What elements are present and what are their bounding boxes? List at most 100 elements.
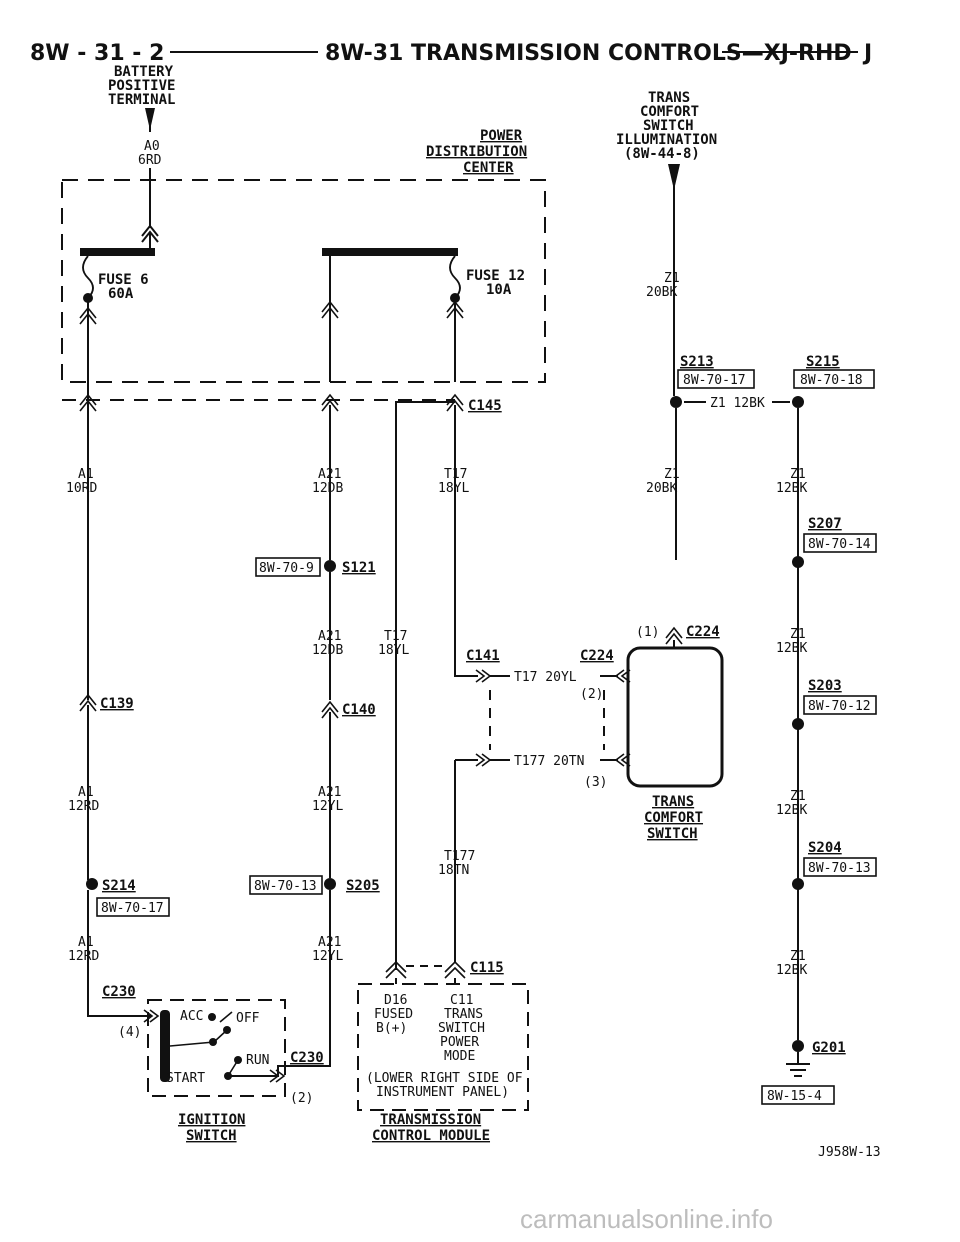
wire-z1-20bk-top: Z1 20BK <box>646 271 680 300</box>
svg-text:20BK: 20BK <box>646 285 677 300</box>
wire-z1-12bk-r3: Z1 12BK <box>776 789 807 818</box>
svg-text:8W-70-18: 8W-70-18 <box>800 373 863 388</box>
splice-s205-dot <box>324 878 336 890</box>
svg-text:Z1: Z1 <box>790 789 806 804</box>
wire-a21-12db-top: A21 12DB <box>312 467 343 496</box>
wire-a21-12db-mid: A21 12DB <box>312 629 343 658</box>
wire-z1-12bk-r2: Z1 12BK <box>776 627 807 656</box>
svg-text:CENTER: CENTER <box>463 160 514 176</box>
svg-text:TRANS: TRANS <box>652 794 694 810</box>
splice-s204: S204 <box>808 840 842 856</box>
pin-4: (4) <box>118 1025 141 1040</box>
svg-text:12RD: 12RD <box>68 799 99 814</box>
connector-c230-b: C230 <box>290 1050 324 1066</box>
svg-text:A1: A1 <box>78 935 94 950</box>
svg-text:SWITCH: SWITCH <box>643 118 694 134</box>
wire-z1-12bk-h: Z1 12BK <box>710 396 765 411</box>
svg-text:TRANSMISSION: TRANSMISSION <box>380 1112 481 1128</box>
battery-label: BATTERY POSITIVE TERMINAL <box>108 64 175 108</box>
ign-run: RUN <box>246 1053 269 1068</box>
svg-text:A21: A21 <box>318 935 341 950</box>
svg-text:CONTROL MODULE: CONTROL MODULE <box>372 1128 490 1144</box>
svg-text:12BK: 12BK <box>776 803 807 818</box>
splice-s214-dot <box>86 878 98 890</box>
tcm-location: (LOWER RIGHT SIDE OF INSTRUMENT PANEL) <box>366 1071 523 1100</box>
svg-text:8W-70-13: 8W-70-13 <box>808 861 871 876</box>
svg-text:8W-70-14: 8W-70-14 <box>808 537 871 552</box>
svg-text:A21: A21 <box>318 467 341 482</box>
splice-s215-dot <box>792 396 804 408</box>
svg-text:SWITCH: SWITCH <box>647 826 698 842</box>
splice-s215-ref: 8W-70-18 <box>793 369 875 389</box>
wire-a21-12yl-low: A21 12YL <box>312 785 343 814</box>
splice-s213-ref: 8W-70-17 <box>677 369 755 389</box>
svg-text:8W-70-12: 8W-70-12 <box>808 699 871 714</box>
splice-s213: S213 <box>680 354 714 370</box>
pdc-label: POWER DISTRIBUTION CENTER <box>426 128 527 176</box>
pin-2: (2) <box>580 687 603 702</box>
svg-text:A21: A21 <box>318 785 341 800</box>
pdc-box <box>61 179 546 383</box>
ign-off: OFF <box>236 1011 260 1026</box>
ground-g201: G201 <box>812 1040 846 1056</box>
svg-text:POWER: POWER <box>440 1035 479 1050</box>
ground-g201-dot <box>792 1040 804 1052</box>
svg-text:D16: D16 <box>384 993 407 1008</box>
svg-text:SWITCH: SWITCH <box>186 1128 237 1144</box>
svg-text:Z1: Z1 <box>664 271 680 286</box>
trans-comfort-switch-box <box>626 646 724 788</box>
fuse6-bus <box>80 248 155 256</box>
splice-s207-ref: 8W-70-14 <box>803 533 877 553</box>
fuse12-label: FUSE 12 10A <box>466 268 525 298</box>
splice-s204-dot <box>792 878 804 890</box>
svg-text:Z1: Z1 <box>790 467 806 482</box>
wire-a1-10rd: A1 10RD <box>66 467 97 496</box>
svg-text:FUSE 6: FUSE 6 <box>98 272 149 288</box>
svg-text:8W-70-17: 8W-70-17 <box>101 901 164 916</box>
page-title: 8W-31 TRANSMISSION CONTROLS—XJ-RHD <box>325 41 852 66</box>
svg-text:T17: T17 <box>444 467 467 482</box>
connector-c230-a: C230 <box>102 984 136 1000</box>
svg-text:18TN: 18TN <box>438 863 469 878</box>
splice-s207: S207 <box>808 516 842 532</box>
svg-text:18YL: 18YL <box>438 481 469 496</box>
svg-text:SWITCH: SWITCH <box>438 1021 485 1036</box>
pin-3: (3) <box>584 775 607 790</box>
ignition-switch-box <box>147 999 286 1097</box>
ign-start: START <box>166 1071 205 1086</box>
splice-s203-dot <box>792 718 804 730</box>
svg-text:A0: A0 <box>144 139 160 154</box>
svg-text:COMFORT: COMFORT <box>644 810 703 826</box>
splice-s215: S215 <box>806 354 840 370</box>
svg-text:A1: A1 <box>78 785 94 800</box>
svg-text:A21: A21 <box>318 629 341 644</box>
page-number: 8W - 31 - 2 <box>30 41 164 66</box>
svg-text:20BK: 20BK <box>646 481 677 496</box>
svg-text:TRANS: TRANS <box>444 1007 483 1022</box>
fuse6-element-icon <box>82 255 94 299</box>
svg-text:12DB: 12DB <box>312 643 343 658</box>
wire-a1-12rd-bot: A1 12RD <box>68 935 99 964</box>
svg-text:60A: 60A <box>108 286 134 302</box>
connector-c224-b: C224 <box>686 624 720 640</box>
svg-text:6RD: 6RD <box>138 153 162 168</box>
wire-t17-18yl-mid: T17 18YL <box>378 629 409 658</box>
connector-c145: C145 <box>468 398 502 414</box>
pin-1: (1) <box>636 625 659 640</box>
ground-g201-ref: 8W-15-4 <box>761 1085 835 1105</box>
svg-text:TRANS: TRANS <box>648 90 690 106</box>
connector-c224-a: C224 <box>580 648 614 664</box>
figure-id: J958W-13 <box>818 1145 881 1160</box>
fuse12-bus <box>322 248 458 256</box>
svg-text:ILLUMINATION: ILLUMINATION <box>616 132 717 148</box>
svg-text:10A: 10A <box>486 282 512 298</box>
svg-text:B(+): B(+) <box>376 1021 407 1036</box>
splice-s204-ref: 8W-70-13 <box>803 857 877 877</box>
svg-text:IGNITION: IGNITION <box>178 1112 245 1128</box>
svg-text:POWER: POWER <box>480 128 523 144</box>
svg-text:Z1: Z1 <box>664 467 680 482</box>
page-header: 8W - 31 - 2 8W-31 TRANSMISSION CONTROLS—… <box>30 41 872 66</box>
svg-text:12BK: 12BK <box>776 641 807 656</box>
fuse6-label: FUSE 6 60A <box>98 272 149 302</box>
